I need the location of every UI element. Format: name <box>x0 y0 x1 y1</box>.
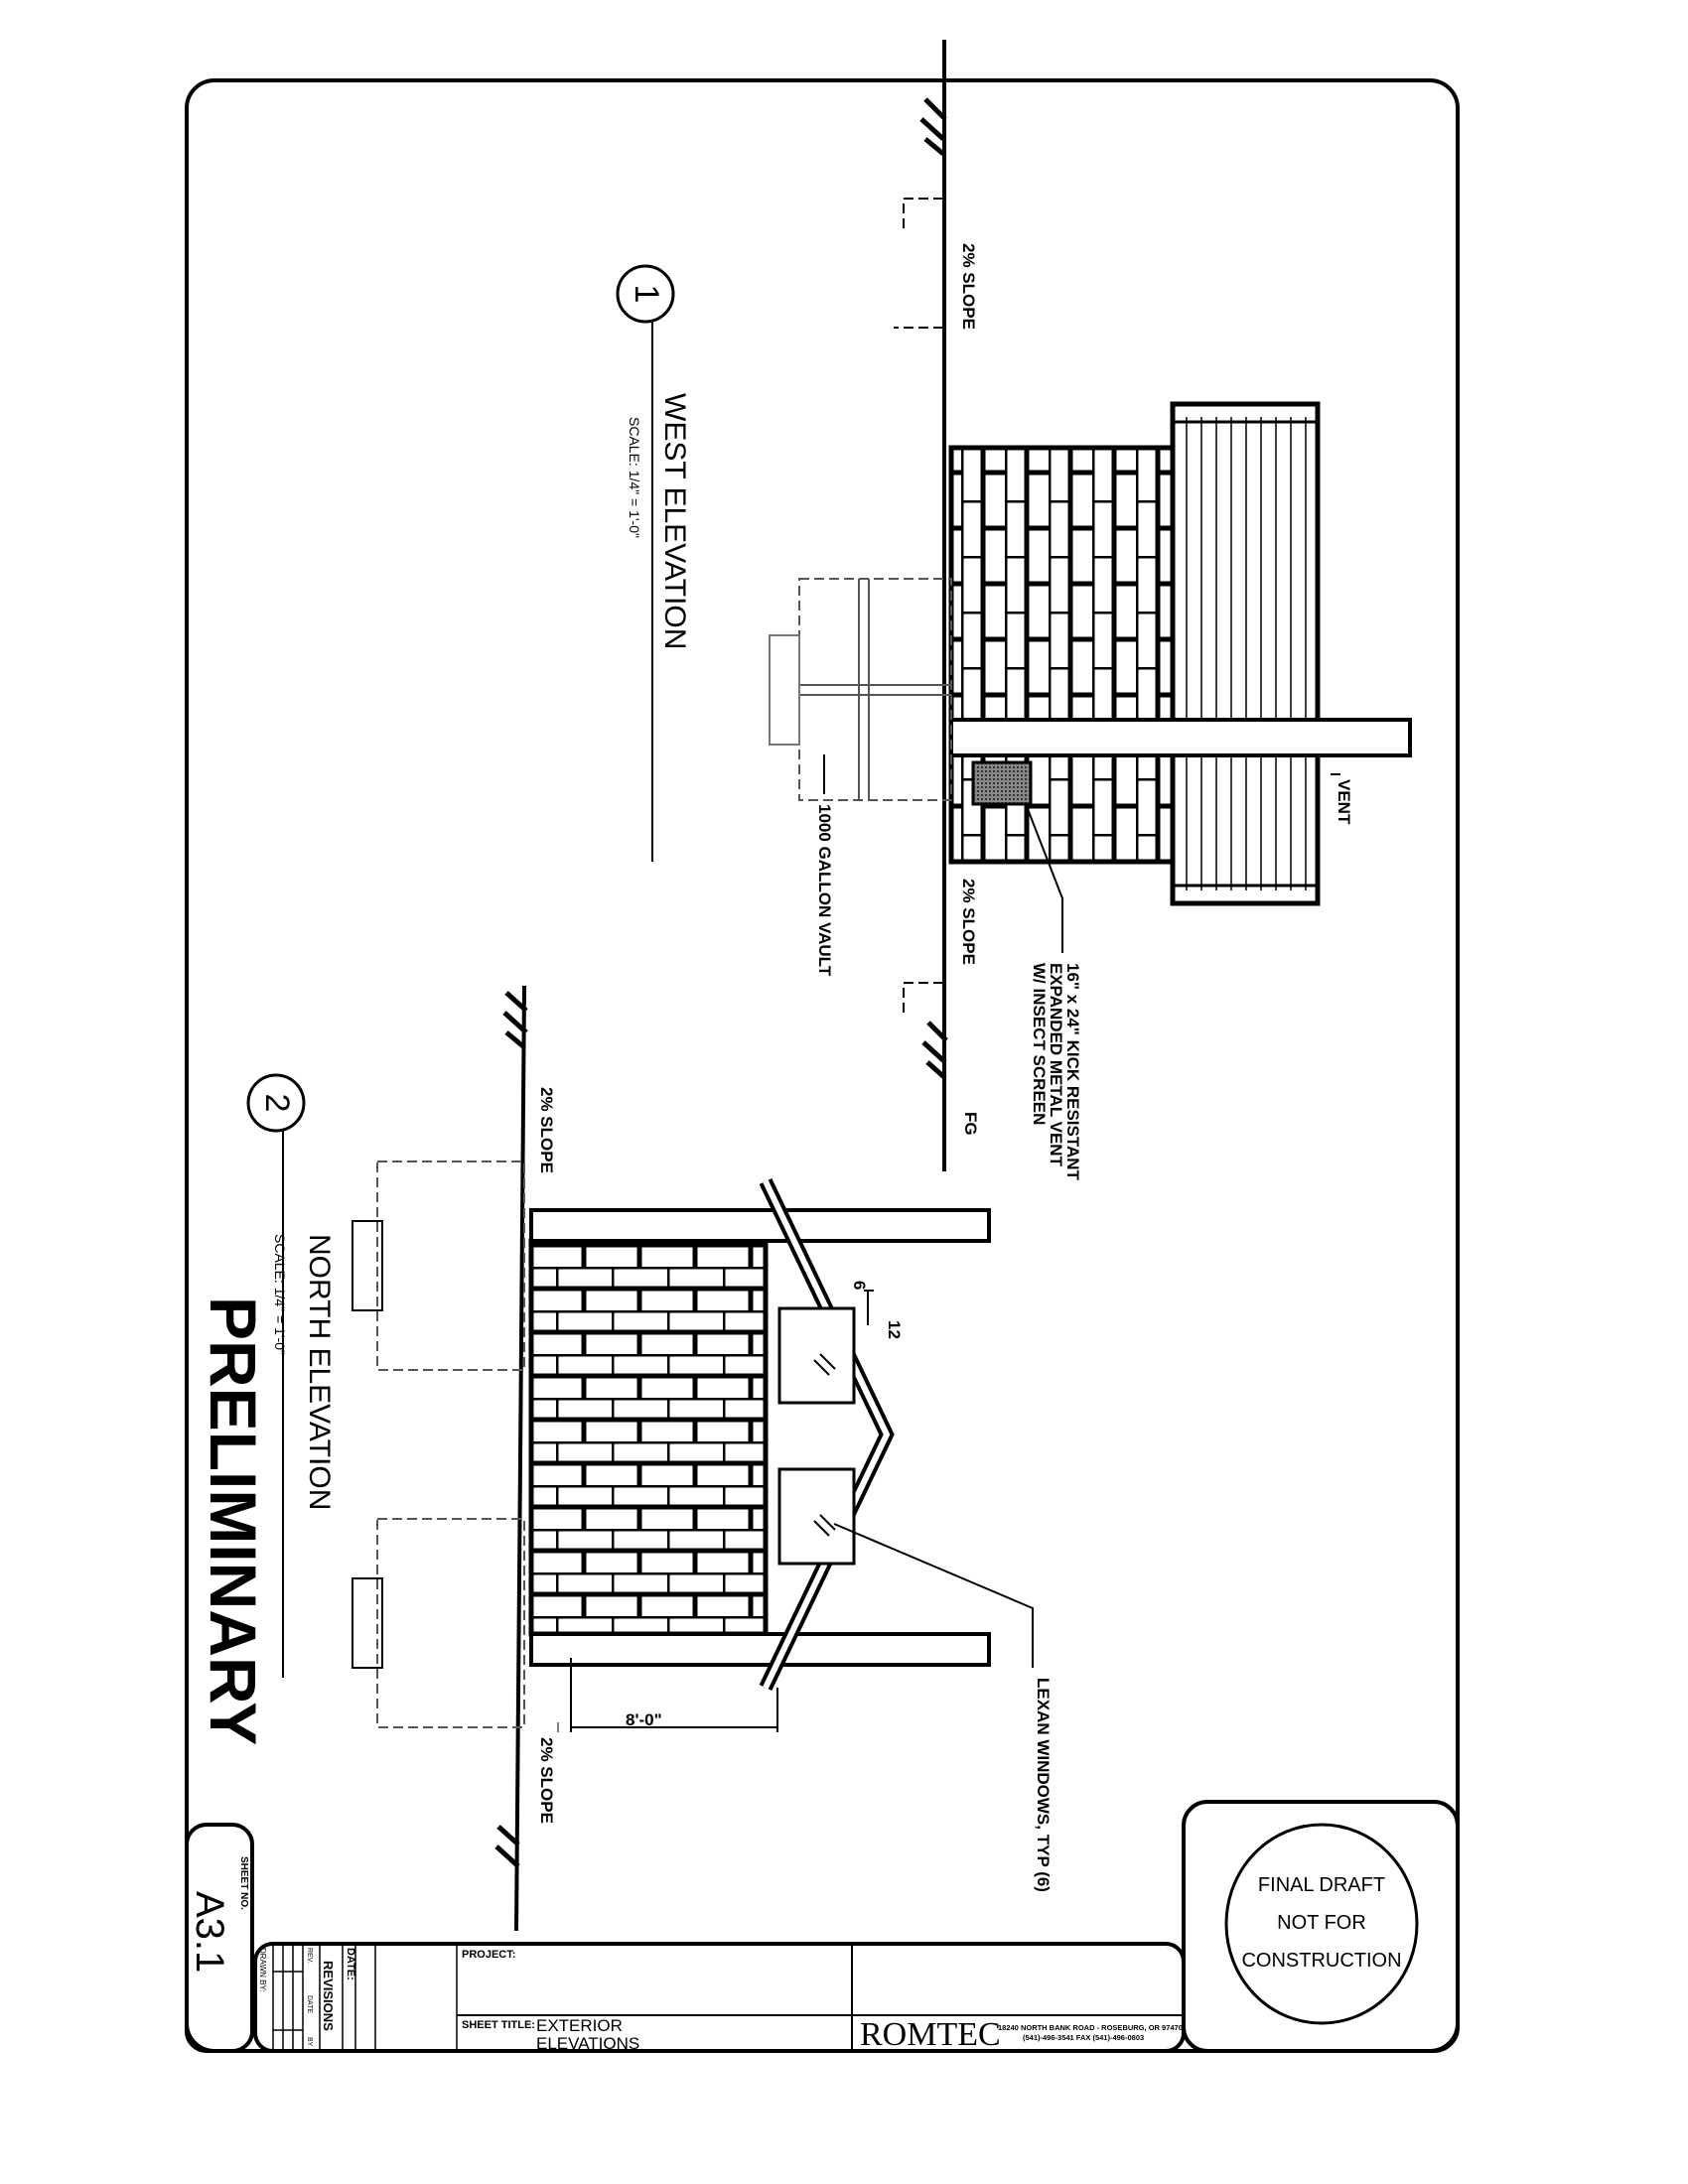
gable-roof <box>759 1177 895 1692</box>
kick-vent-label: EXPANDED METAL VENT <box>1047 963 1065 1167</box>
window <box>777 1306 856 1405</box>
vault <box>798 578 952 801</box>
dimension-line <box>570 1658 778 1732</box>
detail-number: 1 <box>628 285 665 304</box>
stamp: FINAL DRAFT NOT FOR CONSTRUCTION <box>1182 1800 1460 2053</box>
brick-wall <box>528 1238 769 1637</box>
project-label: PROJECT: <box>462 1949 515 1961</box>
slope-label: 2% SLOPE <box>537 1737 556 1824</box>
rev-date-label: DATE <box>306 1995 313 2013</box>
stamp-line: FINAL DRAFT <box>1258 1874 1385 1896</box>
post <box>529 1632 991 1667</box>
vault <box>352 1160 525 1728</box>
earth-hatch <box>919 97 948 1080</box>
company-phone: (541)-496-3541 FAX (541)-496-0803 <box>1023 2033 1144 2042</box>
stamp-line: NOT FOR <box>1277 1912 1366 1934</box>
window <box>777 1467 856 1566</box>
sheet-no-box <box>185 1823 254 2053</box>
slope-label: 2% SLOPE <box>959 243 978 330</box>
vault-label: 1000 GALLON VAULT <box>815 804 834 977</box>
title-block: SHEET NO. A3.1 DRAWN BY: REV. DATE BY RE… <box>185 1823 1186 2053</box>
sheet-no: A3.1 <box>188 1891 231 1973</box>
grade-label: FG <box>961 1112 980 1136</box>
west-elevation: 2% SLOPE 2% SLOPE VENT 1000 GALLON VAULT… <box>616 40 1412 1181</box>
dimension-label: 8'-0" <box>626 1710 662 1729</box>
detail-number-circle <box>246 1073 306 1133</box>
detail-number: 2 <box>258 1094 296 1113</box>
revisions-label: REVISIONS <box>321 1961 336 2031</box>
rev-by-label: BY <box>306 2037 313 2047</box>
view-scale: SCALE: 1/4" = 1'-0" <box>272 1234 288 1355</box>
company-address: 18240 NORTH BANK ROAD - ROSEBURG, OR 974… <box>998 2023 1183 2032</box>
grade-line <box>514 985 526 1932</box>
pitch-run: 12 <box>885 1320 904 1339</box>
slope-label: 2% SLOPE <box>537 1087 556 1173</box>
preliminary-watermark: PRELIMINARY <box>197 1297 270 1745</box>
sheet-title-label: SHEET TITLE: <box>462 2019 535 2031</box>
view-scale: SCALE: 1/4" = 1'-0" <box>627 417 642 538</box>
sheet-title: EXTERIOR <box>536 2016 623 2035</box>
kick-vent-label: 16" x 24" KICK RESISTANT <box>1063 963 1082 1181</box>
company-logo: ROMTEC <box>860 2016 1001 2053</box>
date-label: DATE: <box>345 1948 356 1980</box>
sheet-title: ELEVATIONS <box>536 2034 639 2053</box>
slope-label: 2% SLOPE <box>959 879 978 965</box>
rev-label: REV. <box>306 1948 313 1964</box>
pitch-rise: 6 <box>850 1281 869 1290</box>
drawn-by-label: DRAWN BY: <box>258 1948 267 1992</box>
sheet-no-label: SHEET NO. <box>238 1856 249 1910</box>
north-elevation: 8'-0" 6 12 LEXAN WINDOWS, TYP (6) 2% SLO… <box>246 985 1053 1932</box>
roof <box>1170 401 1321 906</box>
post <box>529 1208 991 1243</box>
vent-label: VENT <box>1335 779 1353 825</box>
view-title: NORTH ELEVATION <box>303 1234 336 1510</box>
sheet-border <box>185 78 1460 2053</box>
kick-vent <box>971 760 1033 806</box>
window-label: LEXAN WINDOWS, TYP (6) <box>1034 1678 1053 1892</box>
vent-pipe <box>949 718 1412 757</box>
kick-vent-label: W/ INSECT SCREEN <box>1030 963 1049 1125</box>
detail-number-circle <box>616 264 675 324</box>
view-title: WEST ELEVATION <box>658 393 691 649</box>
stamp-line: CONSTRUCTION <box>1241 1950 1401 1972</box>
